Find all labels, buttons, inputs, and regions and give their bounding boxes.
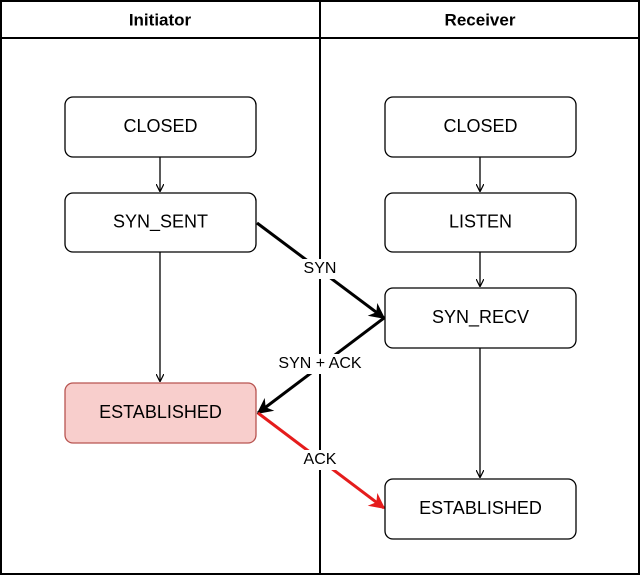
- state-label: CLOSED: [443, 116, 517, 136]
- syn-label-text: SYN: [304, 260, 337, 277]
- state-initiator-syn-sent: SYN_SENT: [64, 192, 257, 253]
- state-label: SYN_SENT: [113, 211, 208, 232]
- lane-title-initiator: Initiator: [129, 10, 192, 29]
- state-label: LISTEN: [449, 211, 512, 231]
- state-initiator-established: ESTABLISHED: [64, 382, 257, 444]
- state-label: ESTABLISHED: [99, 402, 222, 422]
- syn-label: SYN: [298, 259, 342, 279]
- state-label: CLOSED: [123, 116, 197, 136]
- state-receiver-syn-recv: SYN_RECV: [384, 287, 577, 349]
- ack-label: ACK: [298, 450, 342, 470]
- state-label: SYN_RECV: [432, 307, 529, 328]
- state-initiator-closed: CLOSED: [64, 96, 257, 158]
- state-label: ESTABLISHED: [419, 498, 542, 518]
- syn-ack-label-text: SYN + ACK: [278, 355, 361, 372]
- state-receiver-established: ESTABLISHED: [384, 478, 577, 540]
- state-receiver-listen: LISTEN: [384, 192, 577, 253]
- ack-label-text: ACK: [304, 451, 337, 468]
- state-receiver-closed: CLOSED: [384, 96, 577, 158]
- syn-ack-label: SYN + ACK: [272, 354, 368, 374]
- lane-title-receiver: Receiver: [445, 10, 516, 29]
- highlighted-state-box: [64, 382, 257, 444]
